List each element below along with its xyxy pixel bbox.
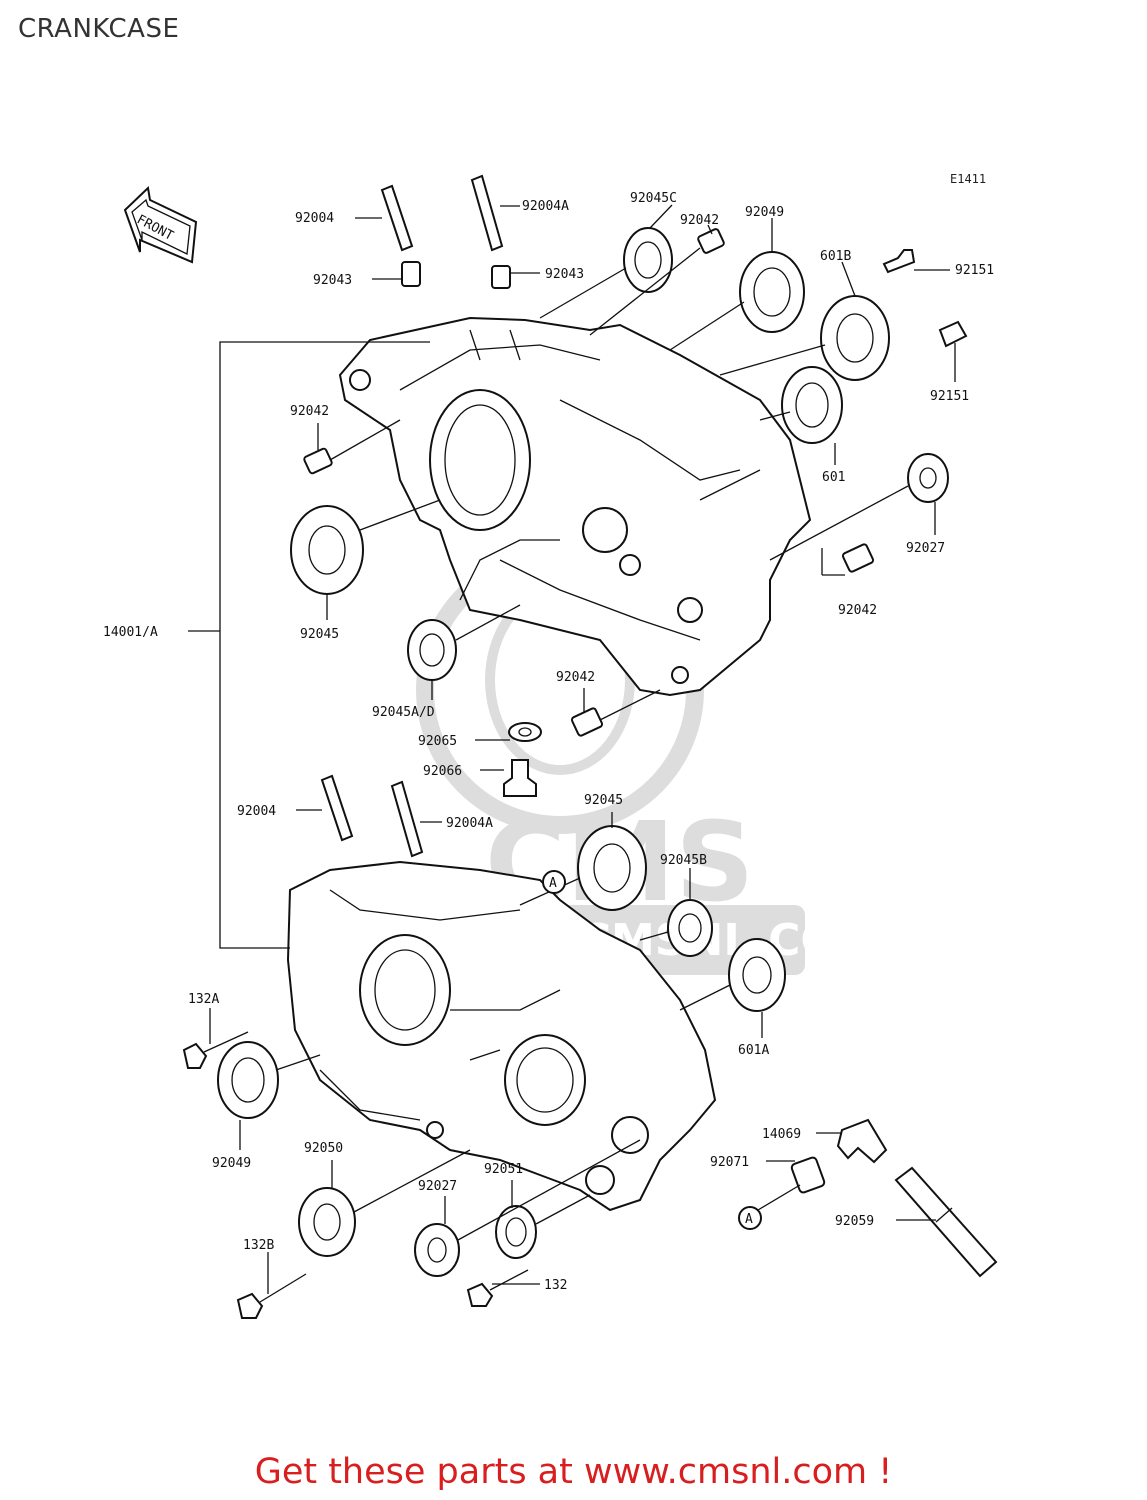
part-label-14001a: 14001/A bbox=[103, 625, 158, 640]
part-label-92043: 92043 bbox=[545, 267, 584, 282]
part-label-92151: 92151 bbox=[955, 263, 994, 278]
bolt-icon bbox=[182, 249, 968, 1319]
bearing-icon bbox=[217, 227, 949, 1277]
part-label-601: 601 bbox=[822, 470, 845, 485]
ref-a-label-top: A bbox=[549, 876, 557, 891]
upper-crankcase-half bbox=[338, 316, 812, 697]
part-label-92042: 92042 bbox=[838, 603, 877, 618]
part-label-92066: 92066 bbox=[423, 764, 462, 779]
part-label-92071: 92071 bbox=[710, 1155, 749, 1170]
part-label-92004a: 92004A bbox=[522, 199, 569, 214]
part-label-92042: 92042 bbox=[680, 213, 719, 228]
part-label-601b: 601B bbox=[820, 249, 851, 264]
lower-crankcase-half bbox=[286, 860, 717, 1212]
part-label-92027: 92027 bbox=[906, 541, 945, 556]
part-label-132: 132 bbox=[544, 1278, 567, 1293]
part-label-92042: 92042 bbox=[290, 404, 329, 419]
part-label-92151: 92151 bbox=[930, 389, 969, 404]
breather-hose-icon bbox=[790, 1118, 998, 1278]
part-label-601a: 601A bbox=[738, 1043, 769, 1058]
page-title: CRANKCASE bbox=[18, 14, 180, 44]
part-label-92059: 92059 bbox=[835, 1214, 874, 1229]
ref-a-marker-top bbox=[542, 870, 566, 894]
part-label-92049: 92049 bbox=[745, 205, 784, 220]
figure-code: E1411 bbox=[950, 172, 987, 186]
ref-a-marker-bottom bbox=[738, 1206, 762, 1230]
part-label-92045: 92045 bbox=[300, 627, 339, 642]
part-label-132a: 132A bbox=[188, 992, 219, 1007]
part-label-92004a: 92004A bbox=[446, 816, 493, 831]
leader-lines bbox=[188, 204, 956, 1294]
part-label-14069: 14069 bbox=[762, 1127, 801, 1142]
part-label-92043: 92043 bbox=[313, 273, 352, 288]
part-label-92045: 92045 bbox=[584, 793, 623, 808]
dowel-pin-icon bbox=[303, 228, 875, 737]
part-label-92045c: 92045C bbox=[630, 191, 677, 206]
part-label-92051: 92051 bbox=[484, 1162, 523, 1177]
promo-link[interactable]: Get these parts at www.cmsnl.com ! bbox=[254, 1452, 893, 1492]
stud-icon bbox=[320, 174, 504, 858]
part-label-92045b: 92045B bbox=[660, 853, 707, 868]
part-label-92050: 92050 bbox=[304, 1141, 343, 1156]
part-label-92049: 92049 bbox=[212, 1156, 251, 1171]
part-label-132b: 132B bbox=[243, 1238, 274, 1253]
ref-a-label-bottom: A bbox=[745, 1212, 753, 1227]
part-label-92045a-d: 92045A/D bbox=[372, 705, 435, 720]
part-label-92027: 92027 bbox=[418, 1179, 457, 1194]
part-label-92004: 92004 bbox=[295, 211, 334, 226]
part-label-92042: 92042 bbox=[556, 670, 595, 685]
part-labels: 92004 92004A 92045C 92042 92049 601B 921… bbox=[103, 191, 994, 1293]
front-arrow-icon: FRONT bbox=[123, 185, 198, 264]
part-label-92065: 92065 bbox=[418, 734, 457, 749]
part-label-92004: 92004 bbox=[237, 804, 276, 819]
